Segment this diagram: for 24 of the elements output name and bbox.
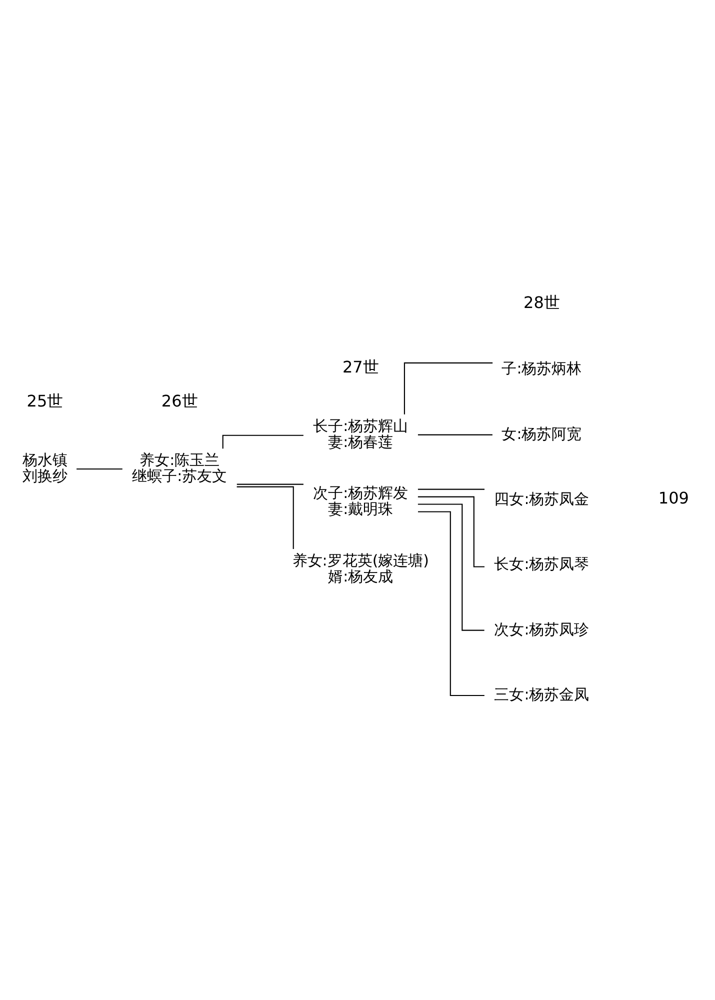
connector (417, 488, 484, 490)
connector (236, 484, 303, 485)
connector (417, 434, 492, 436)
node-text: 女:杨苏阿宽 (501, 424, 582, 443)
label: 25世 (26, 392, 63, 411)
node-text: 四女:杨苏凤金 (494, 490, 589, 508)
connector (403, 362, 492, 414)
label: 26世 (160, 392, 198, 411)
connector (236, 486, 294, 550)
node-text: 三女:杨苏金凤 (494, 685, 589, 704)
connector (418, 511, 484, 696)
node-text: 养女:罗花英(嫁连塘) 婿:杨友成 (292, 551, 429, 586)
node-text: 长女:杨苏凤琴 (494, 555, 589, 574)
node-text: 杨水镇 刘换纱 (22, 450, 67, 485)
connector (76, 468, 122, 470)
label: 28世 (523, 293, 560, 312)
node-text: 子:杨苏炳林 (501, 360, 582, 378)
node-text: 次子:杨苏辉发 妻:戴明珠 (312, 484, 408, 518)
label: 109 (658, 488, 688, 508)
node-text: 次女:杨苏凤珍 (494, 620, 589, 638)
connector (417, 504, 484, 631)
node-text: 养女:陈玉兰 继螟子:苏友文 (132, 450, 227, 485)
node-text: 长子:杨苏辉山 妻:杨春莲 (312, 416, 408, 451)
label: 27世 (342, 357, 378, 376)
